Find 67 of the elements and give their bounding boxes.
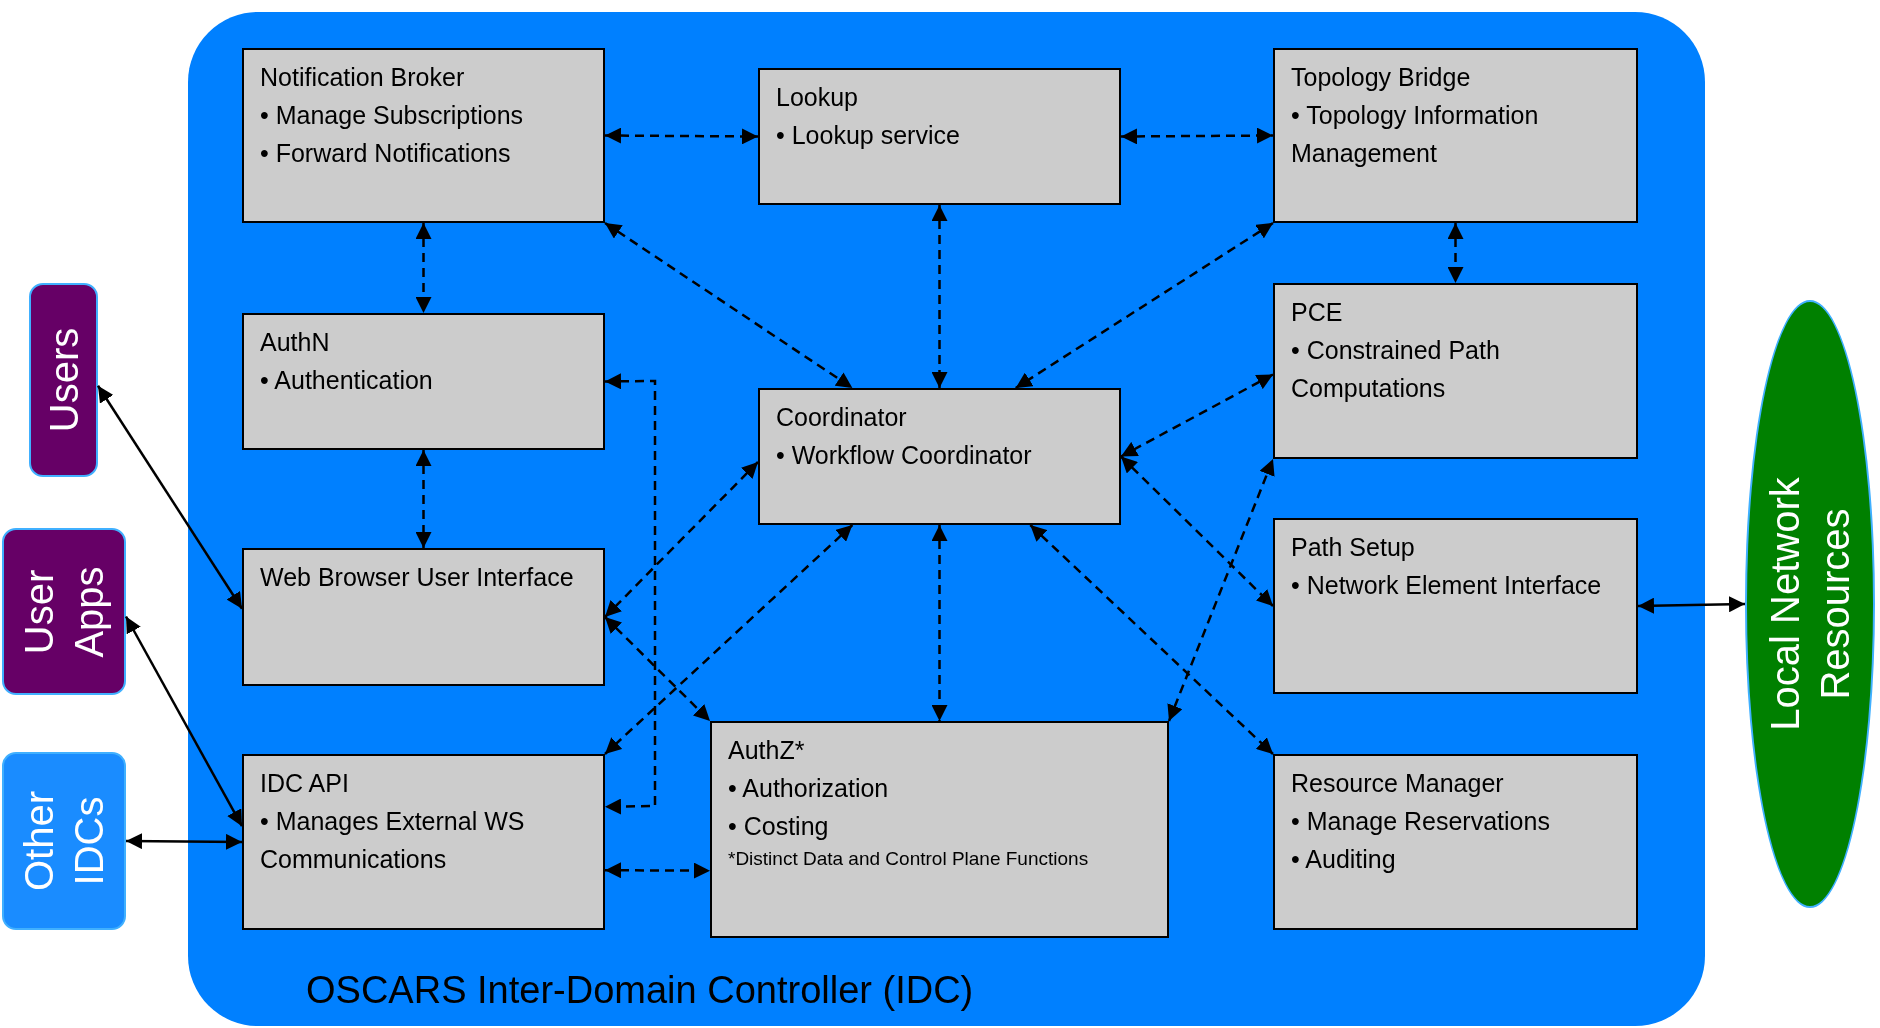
connector-arrow xyxy=(605,862,710,879)
actor-box xyxy=(29,283,98,477)
connector-arrow xyxy=(1029,524,1274,755)
bullet-text: • Authentication xyxy=(260,365,434,396)
component-box xyxy=(242,548,605,686)
connector-arrow xyxy=(415,450,432,548)
bullet-text: • Manage Reservations xyxy=(1291,806,1551,837)
connector-arrow xyxy=(1167,458,1275,722)
bullet-text: • Manages External WS Communications xyxy=(260,806,526,875)
box-heading: Notification Broker xyxy=(260,62,466,93)
actor-label: Other IDCs xyxy=(16,790,112,894)
box-heading: PCE xyxy=(1291,297,1344,328)
bullet-text: • Forward Notifications xyxy=(260,138,512,169)
bullet-text: • Workflow Coordinator xyxy=(776,440,1033,471)
component-box xyxy=(242,754,605,930)
connector-arrow xyxy=(1637,596,1746,614)
actor-label: Users xyxy=(40,326,87,435)
bullet-text: • Network Element Interface xyxy=(1291,570,1603,601)
connector-arrow xyxy=(931,205,948,388)
connector-arrow xyxy=(96,385,244,610)
connector-arrow xyxy=(931,525,948,721)
component-box xyxy=(1273,283,1638,459)
component-box xyxy=(242,313,605,450)
connector-arrow xyxy=(124,615,244,827)
component-box xyxy=(758,68,1121,205)
box-heading: Lookup xyxy=(776,82,860,113)
actor-box xyxy=(2,528,126,695)
footnote-text: *Distinct Data and Control Plane Functions xyxy=(728,847,1090,871)
box-heading: Web Browser User Interface xyxy=(260,562,575,593)
connector-arrow xyxy=(604,221,854,390)
actor-label: User Apps xyxy=(16,564,112,660)
actor-label: Local Network Resources xyxy=(1762,476,1858,733)
connector-arrow xyxy=(1120,373,1274,458)
box-heading: IDC API xyxy=(260,768,350,799)
box-heading: Path Setup xyxy=(1291,532,1416,563)
connector-arrow xyxy=(604,373,657,815)
connector-arrow xyxy=(604,524,854,755)
bullet-text: • Manage Subscriptions xyxy=(260,100,525,131)
connector-arrow xyxy=(605,127,758,145)
box-heading: AuthN xyxy=(260,327,331,358)
component-box xyxy=(710,721,1169,938)
connector-arrow xyxy=(1447,223,1464,283)
controller-panel xyxy=(188,12,1705,1026)
component-box xyxy=(1273,48,1638,223)
component-box xyxy=(242,48,605,223)
connector-arrow xyxy=(1121,127,1273,145)
panel-title: OSCARS Inter-Domain Controller (IDC) xyxy=(306,969,974,1012)
connector-arrow xyxy=(126,833,242,850)
actor-box xyxy=(2,752,126,930)
connector-arrow xyxy=(1120,455,1274,607)
box-heading: Topology Bridge xyxy=(1291,62,1472,93)
component-box xyxy=(758,388,1121,525)
bullet-text: • Auditing xyxy=(1291,844,1397,875)
component-box xyxy=(1273,754,1638,930)
bullet-text: • Topology Information Management xyxy=(1291,100,1540,169)
component-box xyxy=(1273,518,1638,694)
bullet-text: • Costing xyxy=(728,811,830,842)
bullet-text: • Authorization xyxy=(728,773,890,804)
connector-arrow xyxy=(415,223,432,313)
bullet-text: • Constrained Path Computations xyxy=(1291,335,1501,404)
connector-arrow xyxy=(604,461,759,618)
box-heading: AuthZ* xyxy=(728,735,806,766)
bullet-text: • Lookup service xyxy=(776,120,961,151)
connector-arrow xyxy=(604,616,711,722)
box-heading: Resource Manager xyxy=(1291,768,1505,799)
connector-arrow xyxy=(1015,221,1274,390)
box-heading: Coordinator xyxy=(776,402,908,433)
